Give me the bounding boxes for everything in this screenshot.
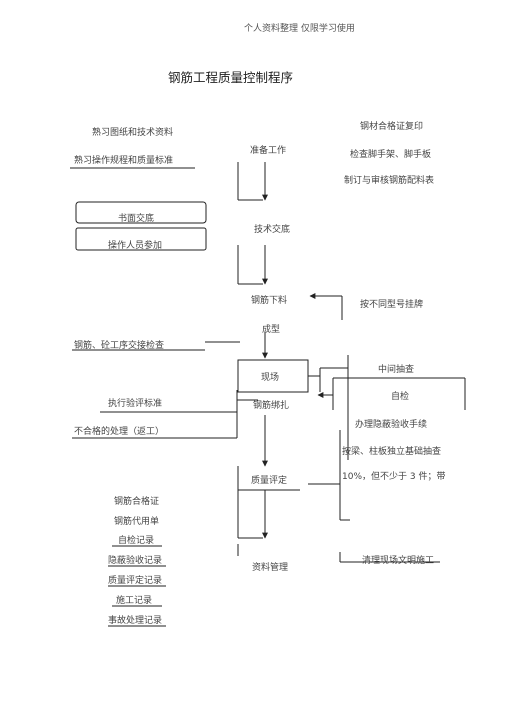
record-item-1: 钢筋合格证 — [114, 497, 160, 507]
left-standard: 执行验评标准 — [108, 399, 163, 409]
left-handover: 钢筋、砼工序交接检查 — [74, 341, 165, 351]
right-schedule: 制订与审核钢筋配料表 — [344, 176, 435, 186]
header-note: 个人资料整理 仅限学习使用 — [244, 24, 355, 34]
step-cut: 钢筋下料 — [251, 296, 288, 306]
page-title: 钢筋工程质量控制程序 — [168, 70, 294, 85]
left-staff: 操作人员参加 — [108, 241, 163, 251]
right-tag: 按不同型号挂牌 — [360, 300, 424, 310]
right-clean: 清理现场文明施工 — [362, 556, 435, 566]
step-tech: 技术交底 — [254, 225, 291, 235]
step-eval: 质量评定 — [251, 476, 288, 486]
step-prepare: 准备工作 — [250, 146, 287, 156]
written-box — [75, 201, 207, 224]
record-item-2: 钢筋代用单 — [114, 517, 160, 527]
left-rules: 熟习操作规程和质量标准 — [74, 156, 174, 166]
record-item-6: 施工记录 — [116, 596, 153, 606]
step-site: 现场 — [261, 373, 280, 383]
right-ratio: 10%，但不少于 3 件；带 — [342, 472, 446, 482]
step-form: 成型 — [262, 325, 281, 335]
right-scaffold: 检查脚手架、脚手板 — [350, 150, 432, 160]
right-self: 自检 — [391, 392, 410, 402]
left-reject: 不合格的处理（返工） — [74, 427, 165, 437]
record-item-3: 自检记录 — [118, 536, 155, 546]
staff-box — [75, 227, 207, 251]
right-recheck: 钢材合格证复印 — [360, 122, 424, 132]
right-hidden: 办理隐蔽验收手续 — [355, 420, 428, 430]
left-study: 熟习图纸和技术资料 — [92, 128, 174, 138]
record-item-4: 隐蔽验收记录 — [108, 556, 163, 566]
step-bind: 钢筋绑扎 — [253, 401, 290, 411]
right-beam: 按梁、柱板独立基础抽查 — [342, 447, 442, 457]
record-item-7: 事故处理记录 — [108, 616, 163, 626]
record-item-5: 质量评定记录 — [108, 576, 163, 586]
step-data: 资料管理 — [252, 563, 289, 573]
left-written: 书面交底 — [118, 214, 155, 224]
right-sample: 中间抽查 — [378, 365, 415, 375]
